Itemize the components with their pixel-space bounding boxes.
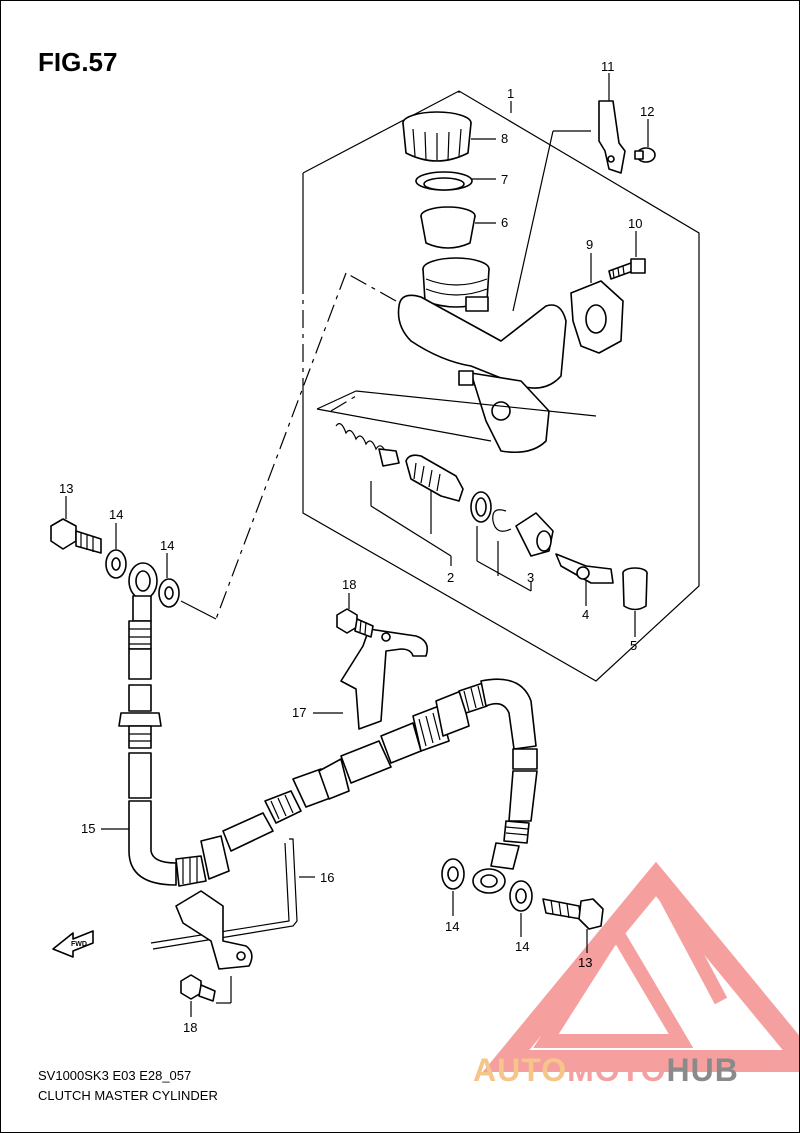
clutch-hose xyxy=(118,620,538,887)
banjo-bolt xyxy=(50,518,102,554)
washer xyxy=(105,549,127,579)
callout-1: 1 xyxy=(507,86,514,101)
washer xyxy=(158,578,180,608)
callout-3: 3 xyxy=(527,570,534,585)
washer xyxy=(509,880,533,912)
watermark-part-auto: AUTO xyxy=(473,1052,568,1088)
holder xyxy=(570,280,624,354)
hose-guide xyxy=(150,838,298,970)
hose-clamp xyxy=(340,628,429,730)
diagram-caption: CLUTCH MASTER CYLINDER xyxy=(38,1088,218,1103)
callout-14-c: 14 xyxy=(445,919,459,934)
banjo-bolt xyxy=(542,898,604,930)
callout-10: 10 xyxy=(628,216,642,231)
seal-ring xyxy=(470,491,492,523)
master-cylinder-body xyxy=(397,257,567,454)
circlip xyxy=(492,509,512,532)
callout-15: 15 xyxy=(81,821,95,836)
callout-2: 2 xyxy=(447,570,454,585)
figure-title: FIG.57 xyxy=(38,47,118,77)
fwd-arrow-icon: FWD xyxy=(52,930,94,958)
diaphragm xyxy=(420,206,476,249)
callout-13-bottom: 13 xyxy=(578,955,592,970)
callout-12: 12 xyxy=(640,104,654,119)
watermark-part-moto: MOTO xyxy=(567,1052,667,1088)
push-rod xyxy=(555,553,614,584)
boot xyxy=(515,512,554,557)
watermark-logo-icon xyxy=(482,861,799,1072)
watermark-text: AUTOMOTOHUB xyxy=(473,1052,739,1089)
callout-18-top: 18 xyxy=(342,577,356,592)
spring xyxy=(335,423,400,467)
bracket xyxy=(598,100,626,174)
reservoir-cap xyxy=(402,111,472,162)
callout-14-d: 14 xyxy=(515,939,529,954)
diaphragm-plate xyxy=(415,171,473,191)
bolt xyxy=(608,258,646,280)
callout-9: 9 xyxy=(586,237,593,252)
watermark-part-hub: HUB xyxy=(666,1052,739,1088)
screw xyxy=(634,147,656,163)
callout-8: 8 xyxy=(501,131,508,146)
diagram-code: SV1000SK3 E03 E28_057 xyxy=(38,1068,192,1083)
callout-14-b: 14 xyxy=(160,538,174,553)
callout-6: 6 xyxy=(501,215,508,230)
callout-13-top: 13 xyxy=(59,481,73,496)
banjo-fitting xyxy=(472,868,506,894)
piston xyxy=(405,454,464,502)
fwd-label: FWD xyxy=(71,941,87,948)
rod-cap xyxy=(622,567,648,611)
callout-11: 11 xyxy=(601,59,615,74)
callout-5: 5 xyxy=(630,638,637,653)
bolt xyxy=(336,608,374,638)
callout-7: 7 xyxy=(501,172,508,187)
callout-16: 16 xyxy=(320,870,334,885)
banjo-fitting xyxy=(128,562,158,622)
callout-14-a: 14 xyxy=(109,507,123,522)
callout-18-bottom: 18 xyxy=(183,1020,197,1035)
callout-4: 4 xyxy=(582,607,589,622)
bolt xyxy=(180,974,216,1002)
washer xyxy=(441,858,465,890)
callout-17: 17 xyxy=(292,705,306,720)
